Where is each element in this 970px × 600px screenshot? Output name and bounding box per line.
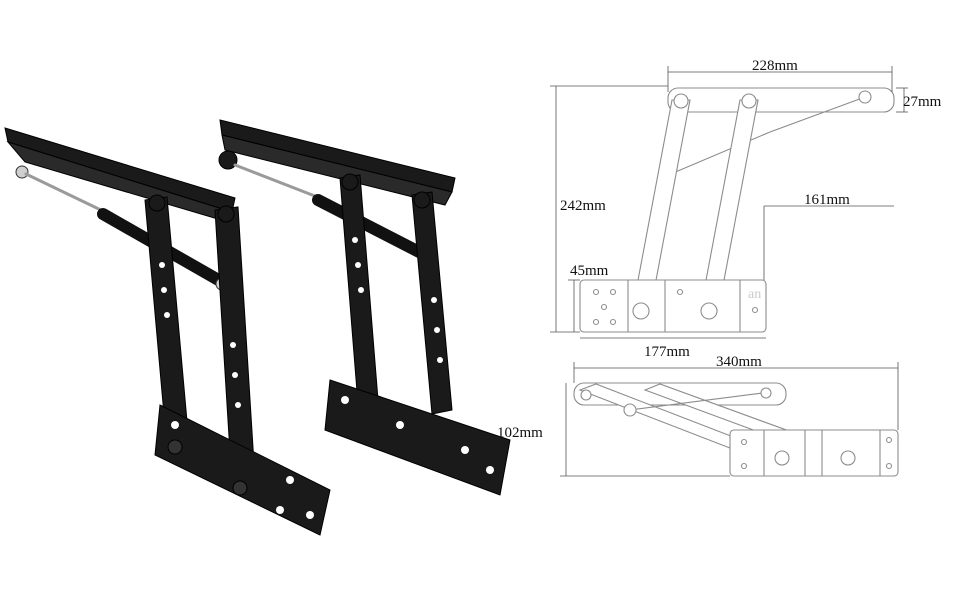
- base-hole: [609, 318, 617, 326]
- rear-arm-hole: [437, 357, 443, 363]
- watermark-text: an: [748, 287, 761, 302]
- front-arm-pivot-2: [217, 205, 235, 223]
- rear-arm-hole: [355, 262, 361, 268]
- front-base-hole: [276, 506, 284, 514]
- dim-base-thickness: 45mm: [570, 263, 609, 279]
- rear-arm-pivot-2: [413, 191, 431, 209]
- front-arm-hole: [161, 287, 167, 293]
- base-hole: [592, 288, 600, 296]
- arm-right-bottom-pivot: [700, 302, 718, 320]
- folded-base-hole: [885, 462, 893, 470]
- rear-gas-cylinder: [312, 194, 431, 261]
- rear-top-flange: [221, 134, 453, 206]
- front-arm-hole: [164, 312, 170, 318]
- rear-base-hole: [341, 396, 349, 404]
- rear-arm-hole: [434, 327, 440, 333]
- technical-drawing-extended: an 228mm 27mm 242mm 161mm 45mm 177mm: [550, 58, 942, 360]
- technical-drawing-folded: 340mm 102mm: [497, 354, 899, 477]
- rear-base-hole: [396, 421, 404, 429]
- front-base-hole: [171, 421, 179, 429]
- front-rod-end: [15, 165, 29, 179]
- mechanism-front: [4, 127, 331, 536]
- front-arm-hole: [232, 372, 238, 378]
- front-top-plate: [4, 127, 236, 213]
- front-gas-rod: [24, 172, 107, 214]
- folded-pivot: [840, 450, 856, 466]
- rear-arm-hole: [431, 297, 437, 303]
- rear-pivot-top: [218, 150, 238, 170]
- front-base-hole: [286, 476, 294, 484]
- folded-gas-spring: [629, 391, 771, 411]
- dim-offset: 161mm: [804, 192, 850, 208]
- rear-arm-pivot-1: [341, 173, 359, 191]
- front-base-plate: [154, 404, 331, 536]
- base-hole: [676, 288, 684, 296]
- dim-folded-height: 102mm: [497, 425, 543, 441]
- front-base-bolt: [232, 480, 248, 496]
- base-hole: [592, 318, 600, 326]
- rear-arm-hole: [358, 287, 364, 293]
- base-plate-outline: [579, 279, 767, 333]
- arm-left-top-pivot: [673, 93, 689, 109]
- folded-pivot: [760, 387, 772, 399]
- front-base-hole: [306, 511, 314, 519]
- front-base-bolt: [167, 439, 183, 455]
- arm-left-bottom-pivot: [632, 302, 650, 320]
- arm-right-top-pivot: [741, 93, 757, 109]
- dim-height: 242mm: [560, 198, 606, 214]
- folded-pivot: [580, 389, 592, 401]
- folded-base-hole: [740, 438, 748, 446]
- base-hole: [609, 288, 617, 296]
- front-arm-hole: [235, 402, 241, 408]
- rear-base-plate: [324, 379, 511, 496]
- dim-folded-length: 340mm: [716, 354, 762, 370]
- front-arm-pivot-1: [148, 194, 166, 212]
- base-hole: [751, 306, 759, 314]
- front-arm-hole: [159, 262, 165, 268]
- folded-base-hole: [885, 436, 893, 444]
- rear-gas-rod: [233, 163, 322, 200]
- rear-base-hole: [461, 446, 469, 454]
- gas-spring-rod: [769, 96, 866, 133]
- folded-pivot: [774, 450, 790, 466]
- rear-back-arm: [411, 191, 453, 415]
- rear-base-hole: [486, 466, 494, 474]
- gas-spring-body: [665, 131, 771, 177]
- rear-arm-hole: [352, 237, 358, 243]
- dim-top-thickness: 27mm: [903, 94, 942, 110]
- dim-top-width: 228mm: [752, 58, 798, 74]
- gas-spring-end: [858, 90, 872, 104]
- top-plate-outline: [667, 87, 895, 113]
- mechanism-photo: [4, 119, 511, 536]
- mechanism-rear: [218, 119, 511, 496]
- dim-base-width: 177mm: [644, 344, 690, 360]
- base-hole: [600, 303, 608, 311]
- front-arm-hole: [230, 342, 236, 348]
- folded-base-plate: [729, 429, 899, 477]
- folded-base-hole: [740, 462, 748, 470]
- folded-pivot: [623, 403, 637, 417]
